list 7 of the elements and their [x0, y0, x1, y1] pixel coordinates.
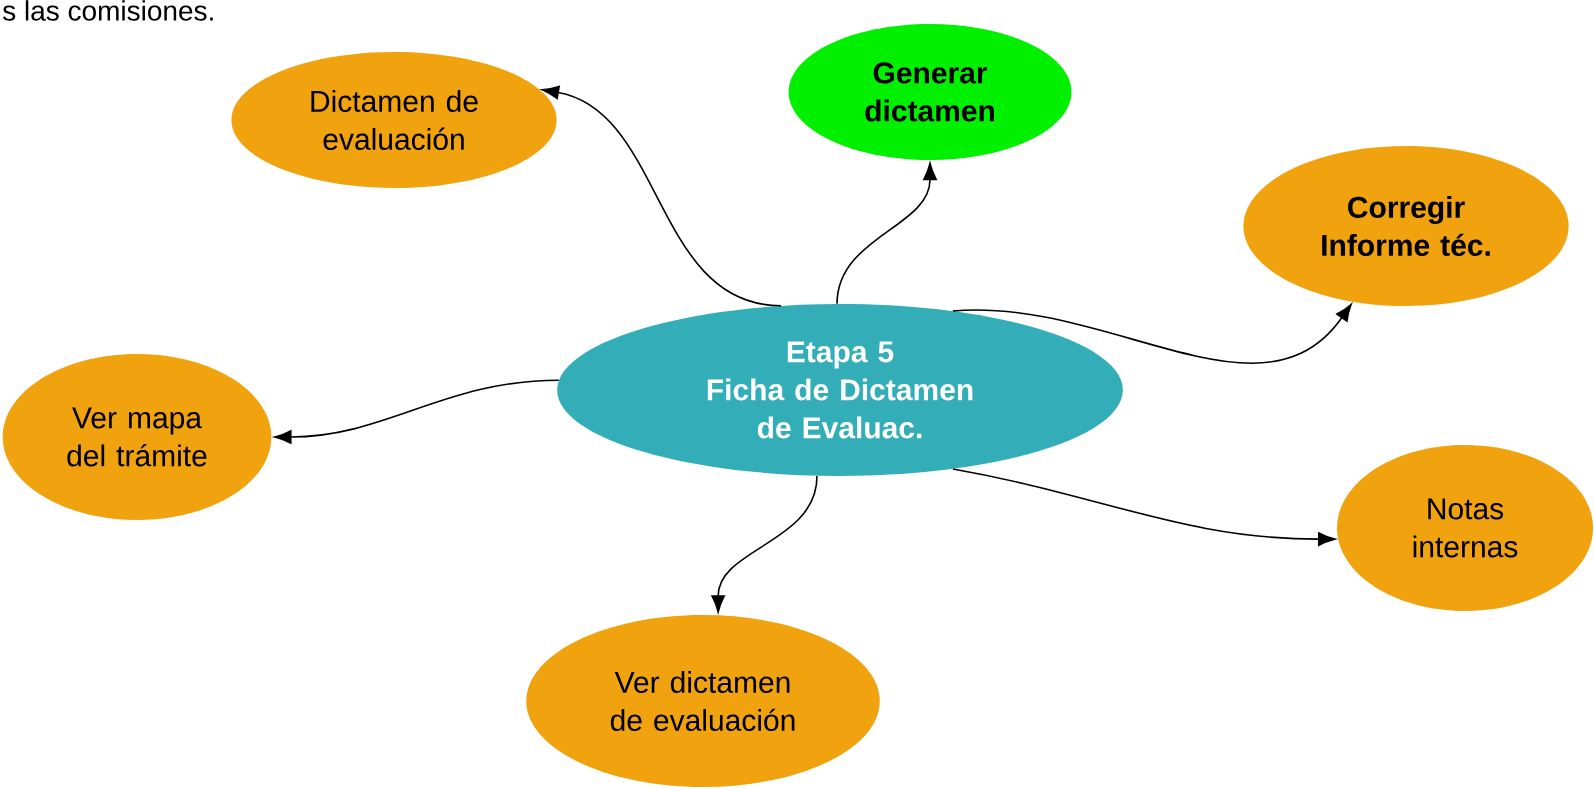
arrow	[952, 468, 1336, 547]
arrow	[274, 379, 560, 444]
arrow	[711, 475, 818, 613]
arrow	[541, 85, 782, 307]
arrow	[836, 162, 937, 305]
arrow	[952, 303, 1352, 364]
note-text: s las comisiones.	[3, 0, 213, 21]
